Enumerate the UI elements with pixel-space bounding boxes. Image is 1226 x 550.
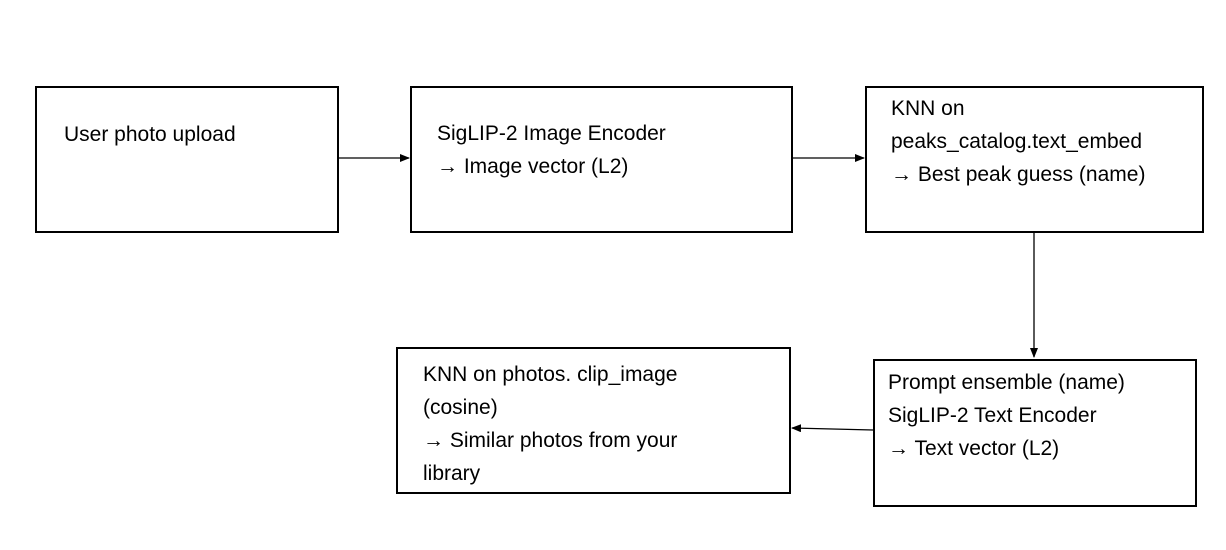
node-text-line: → Similar photos from your [423, 429, 678, 452]
node-text-line: User photo upload [64, 123, 236, 146]
text-encoder-node: Prompt ensemble (name) SigLIP-2 Text Enc… [873, 359, 1197, 507]
node-text-line: library [423, 462, 481, 485]
node-text-line: → Image vector (L2) [437, 155, 629, 178]
node-text-line: (cosine) [423, 396, 498, 419]
node-text-line: → Text vector (L2) [888, 437, 1060, 460]
image-encoder-node: SigLIP-2 Image Encoder → Image vector (L… [410, 86, 793, 233]
node-text-line: Prompt ensemble (name) [888, 371, 1125, 394]
arrow-text-encoder-to-knn-photos [791, 424, 874, 433]
node-text-line: KNN on [891, 97, 965, 120]
node-text-line: peaks_catalog.text_embed [891, 130, 1143, 153]
node-text-line: → Best peak guess (name) [891, 163, 1146, 186]
node-text-line: KNN on photos. clip_image [423, 363, 678, 386]
node-text-line: SigLIP-2 Text Encoder [888, 404, 1097, 427]
user-photo-upload-node: User photo upload [35, 86, 339, 233]
knn-photos-node: KNN on photos. clip_image (cosine) → Sim… [396, 347, 791, 494]
knn-peaks-node: KNN on peaks_catalog.text_embed → Best p… [865, 86, 1204, 233]
node-text-line: SigLIP-2 Image Encoder [437, 122, 666, 145]
